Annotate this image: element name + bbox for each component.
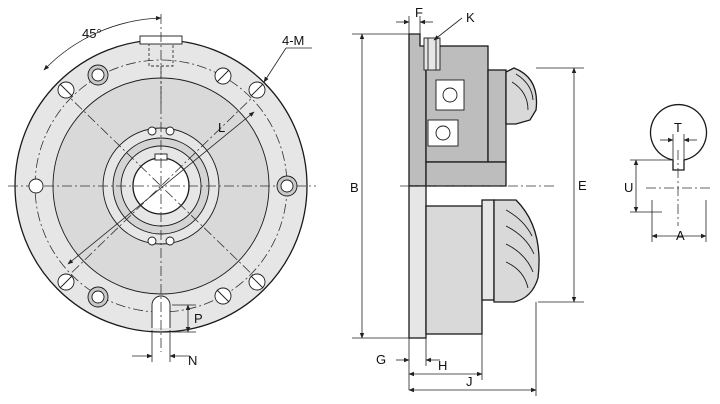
bolt-hole: [276, 175, 298, 197]
B-label: B: [350, 180, 359, 195]
J-label: J: [466, 374, 473, 389]
front-view: 45° 4-M L P N: [8, 14, 316, 368]
angle-label: 45°: [82, 26, 102, 41]
shaft-keyway-outline: [649, 103, 708, 171]
P-label: P: [194, 311, 203, 326]
mounting-hole: [57, 81, 75, 99]
keyway-detail-view: T U A: [624, 103, 710, 243]
hub-screw-dot: [147, 126, 157, 136]
N-label: N: [188, 353, 197, 368]
flange-section-upper: [408, 33, 427, 187]
K-screw: [423, 37, 441, 71]
armature-upper: [505, 67, 538, 125]
H-label: H: [438, 358, 447, 373]
bolt-hole: [87, 64, 109, 86]
bolt-hole: [87, 286, 109, 308]
L-label: L: [218, 120, 225, 135]
mounting-hole: [57, 273, 75, 291]
mounting-hole: [214, 67, 232, 85]
holes-label: 4-M: [282, 33, 304, 48]
T-label: T: [674, 120, 682, 135]
mounting-hole: [248, 273, 266, 291]
G-label: G: [376, 352, 386, 367]
hub-screw-dot: [165, 126, 175, 136]
K-label: K: [466, 10, 475, 25]
mounting-hole: [248, 81, 266, 99]
hub-screw-dot: [147, 236, 157, 246]
side-view: F K B E G H J: [350, 5, 587, 396]
lower-body: [425, 205, 483, 335]
mounting-hole: [28, 178, 44, 194]
lower-hub: [481, 199, 495, 301]
L-dimension-line: [67, 111, 255, 265]
mounting-hole: [214, 287, 232, 305]
upper-hub-section: [487, 69, 507, 163]
U-label: U: [624, 180, 633, 195]
hub-screw-dot: [165, 236, 175, 246]
flange-plate-lower: [408, 185, 427, 339]
shaft-section: [425, 161, 507, 187]
F-label: F: [415, 5, 423, 20]
E-label: E: [578, 178, 587, 193]
A-label: A: [676, 228, 685, 243]
angle-arc: [43, 15, 162, 71]
